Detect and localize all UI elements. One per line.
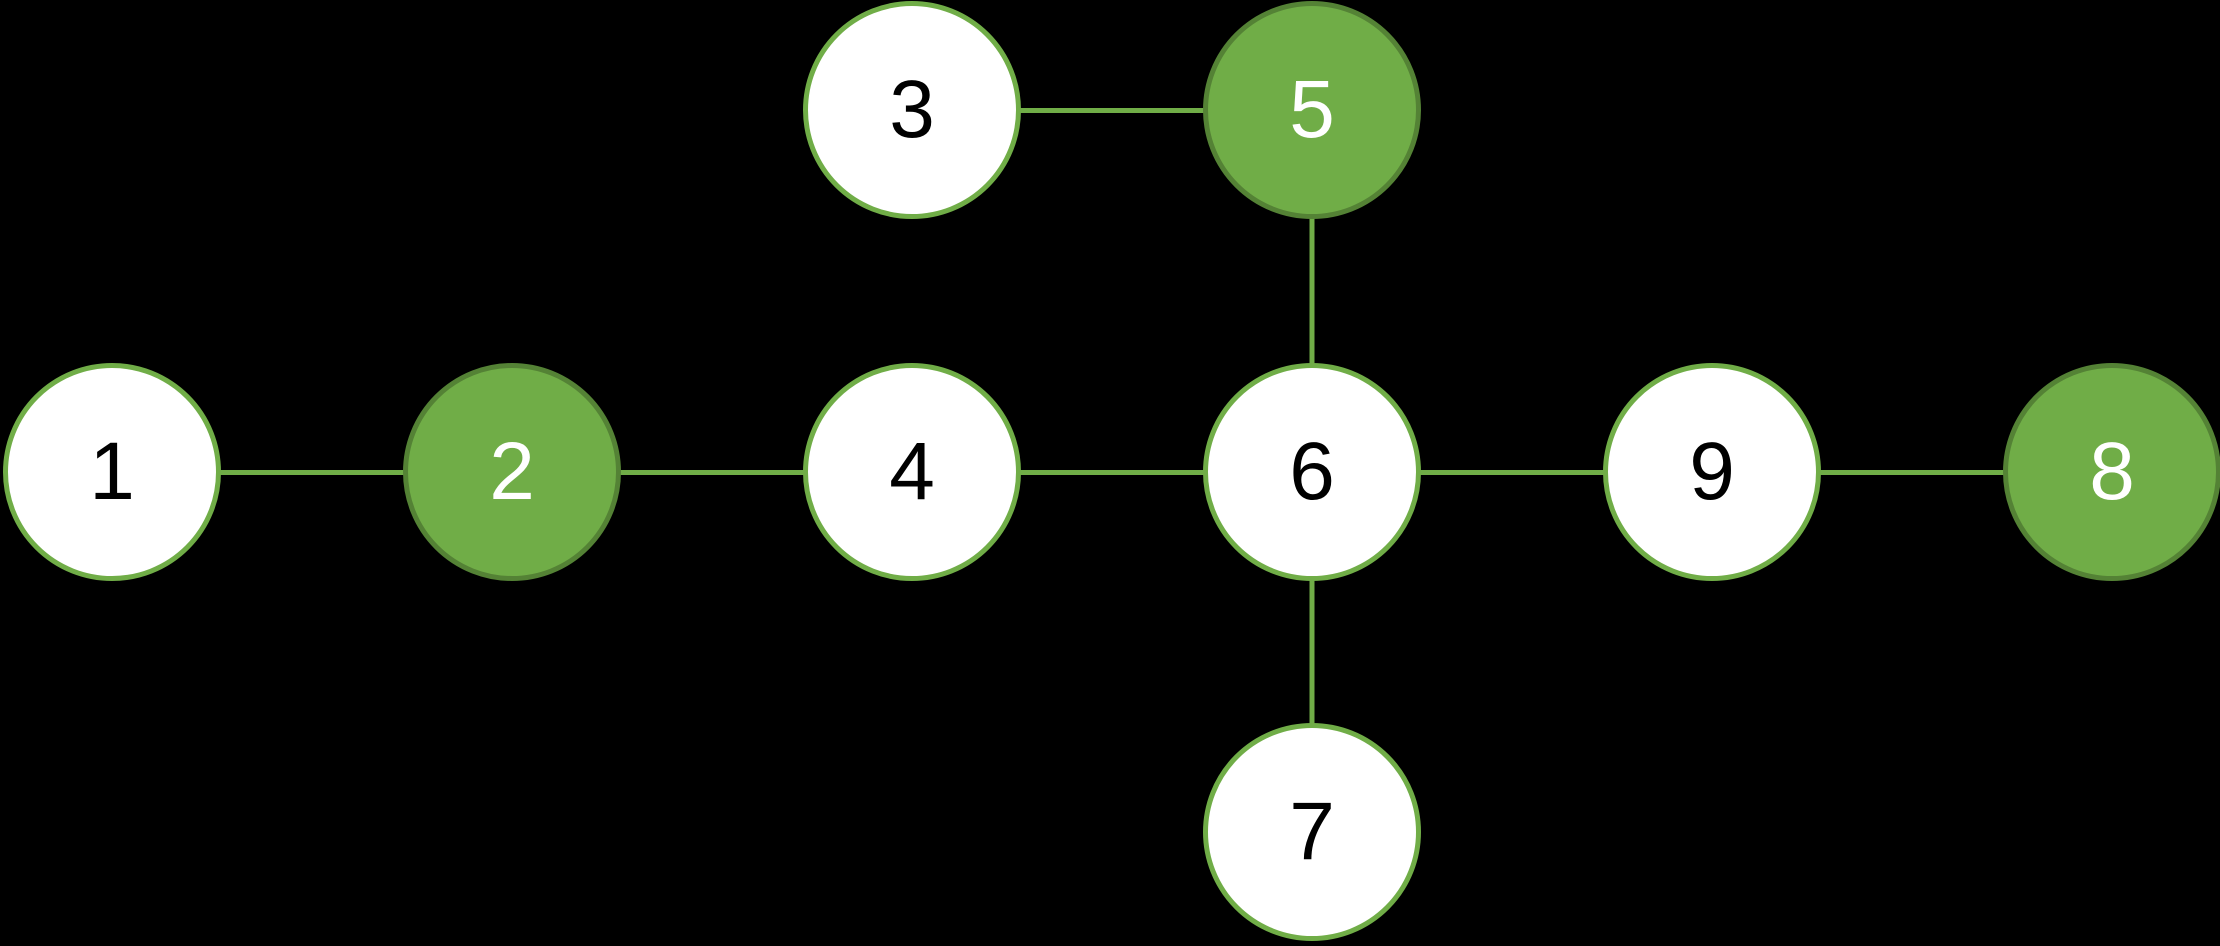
node-label: 7 <box>1289 786 1335 877</box>
node-label: 4 <box>889 426 935 517</box>
node-label: 9 <box>1689 426 1735 517</box>
node-label: 3 <box>889 64 935 155</box>
node-7: 7 <box>1203 723 1421 941</box>
node-1: 1 <box>3 363 221 581</box>
node-label: 2 <box>489 426 535 517</box>
node-4: 4 <box>803 363 1021 581</box>
edge-6-9 <box>1312 469 1712 475</box>
node-label: 1 <box>89 426 135 517</box>
edge-2-4 <box>512 469 912 475</box>
edge-4-6 <box>912 469 1312 475</box>
node-8: 8 <box>2003 363 2220 581</box>
edge-9-8 <box>1712 469 2112 475</box>
node-6: 6 <box>1203 363 1421 581</box>
node-label: 5 <box>1289 64 1335 155</box>
edge-1-2 <box>112 469 512 475</box>
node-3: 3 <box>803 1 1021 219</box>
node-9: 9 <box>1603 363 1821 581</box>
edge-3-5 <box>912 107 1312 113</box>
node-label: 6 <box>1289 426 1335 517</box>
node-2: 2 <box>403 363 621 581</box>
node-5: 5 <box>1203 1 1421 219</box>
node-label: 8 <box>2089 426 2135 517</box>
